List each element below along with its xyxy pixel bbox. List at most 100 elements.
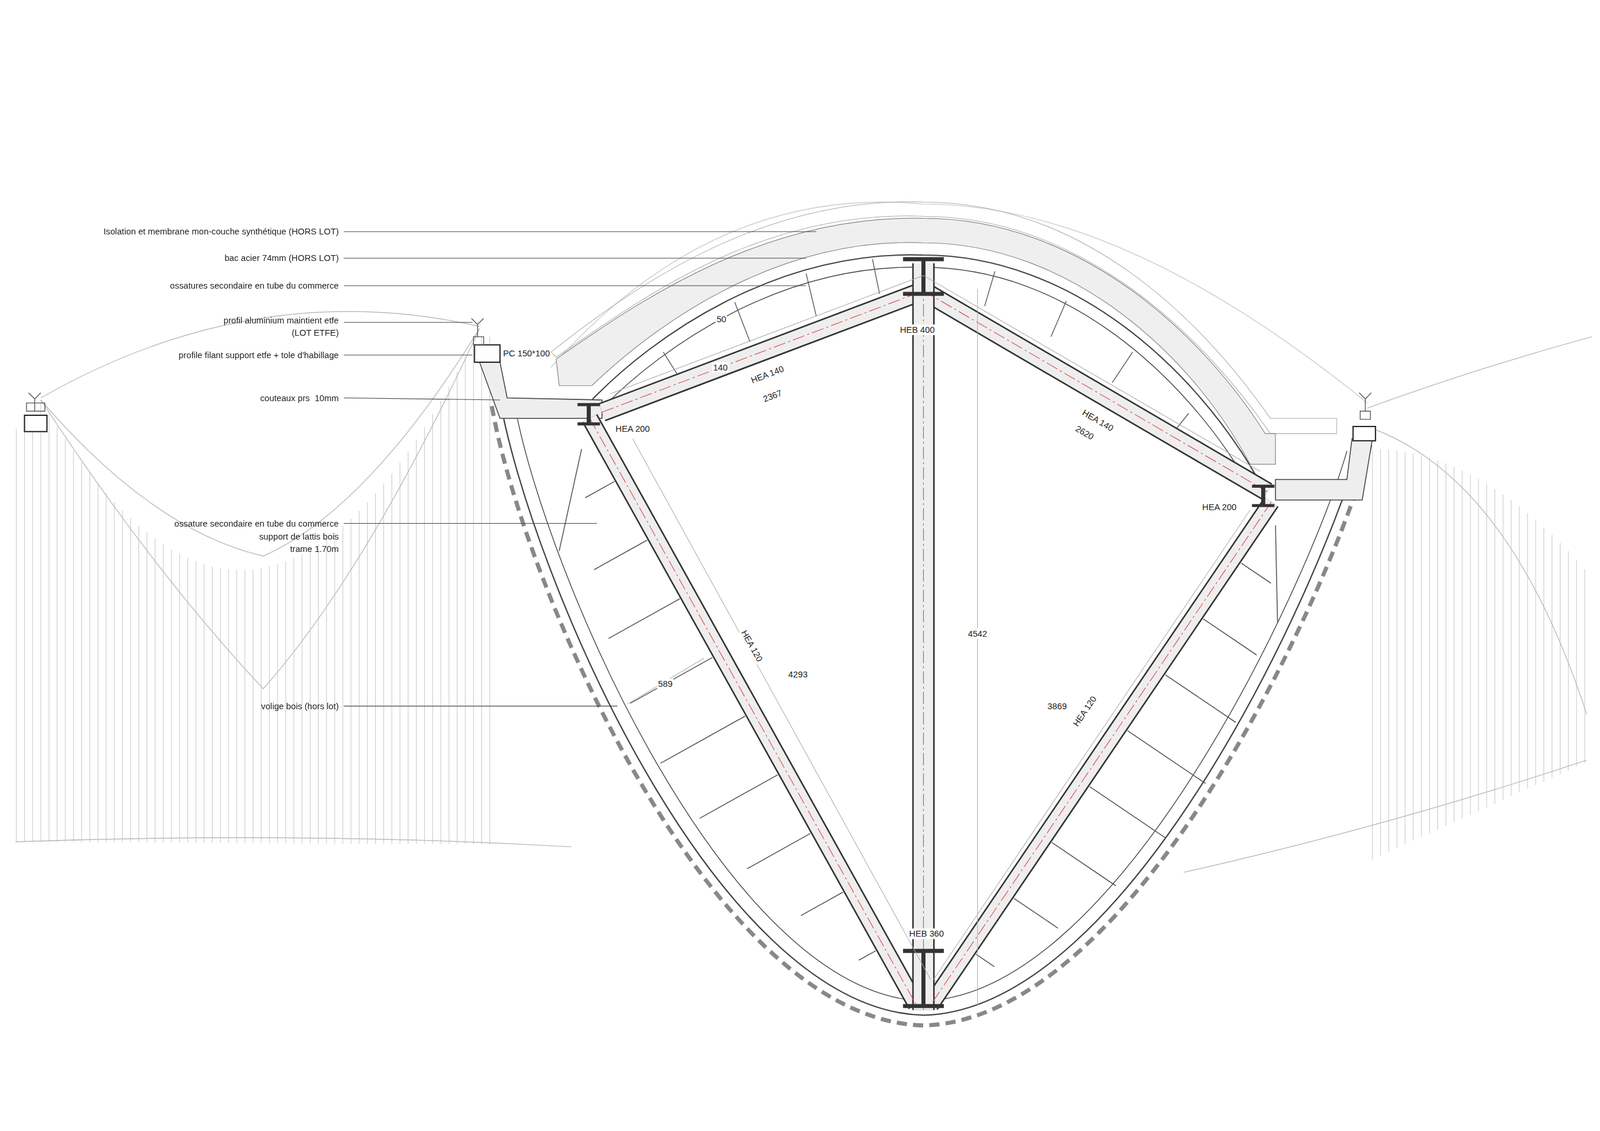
line-segment [1241, 563, 1272, 584]
line-segment [252, 569, 254, 844]
line-segment [236, 569, 237, 844]
line-segment [367, 502, 368, 845]
line-segment [1203, 619, 1258, 656]
dimension-label: 50 [715, 313, 728, 325]
dimension-label: 4293 [787, 669, 809, 680]
line-segment [138, 525, 140, 843]
line-segment [660, 716, 745, 764]
line-segment [56, 426, 58, 842]
line-segment [212, 566, 213, 843]
dimension-label: 3869 [1046, 701, 1068, 712]
line-segment [594, 540, 648, 570]
line-segment [89, 473, 91, 843]
line-segment [1380, 448, 1381, 856]
line-segment [1165, 675, 1236, 723]
line-segment [97, 483, 99, 843]
line-segment [15, 428, 17, 842]
line-segment [1462, 470, 1463, 819]
line-segment [1568, 551, 1569, 771]
line-segment [375, 493, 376, 844]
line-segment [1089, 786, 1166, 838]
line-segment [407, 451, 409, 844]
truss-members [589, 263, 1272, 1011]
leader-lines [344, 231, 817, 706]
line-segment [113, 501, 115, 843]
centerlines [589, 263, 1272, 1011]
line-segment [630, 657, 713, 704]
line-segment [608, 599, 680, 639]
callout-text: bac acier 74mm (HORS LOT) [224, 253, 339, 264]
line-segment [121, 510, 123, 843]
line-segment [464, 356, 466, 845]
dimension-label: 4542 [966, 628, 988, 639]
line-segment [1420, 455, 1422, 838]
line-segment [1013, 898, 1059, 928]
line-segment [326, 539, 327, 844]
line-segment [448, 386, 450, 845]
pc-profile [474, 344, 500, 362]
line-segment [424, 427, 425, 845]
dimension-label: HEA 140 [748, 363, 787, 386]
line-segment [195, 561, 197, 844]
callout-text: couteaux prs 10mm [260, 392, 339, 403]
line-segment [473, 340, 474, 845]
dimension-label: 2367 [760, 387, 785, 405]
line-segment [1526, 513, 1528, 789]
line-segment [976, 954, 995, 967]
line-segment [24, 428, 25, 842]
line-segment [1127, 730, 1206, 784]
line-segment [342, 526, 343, 844]
etfe-outlines [15, 202, 1592, 873]
dimension-label: HEA 120 [1070, 693, 1100, 730]
line-segment [40, 400, 42, 842]
line-segment [1429, 457, 1430, 834]
line-segment [81, 462, 82, 843]
line-segment [559, 448, 582, 551]
line-segment [187, 557, 188, 844]
line-segment [163, 544, 164, 844]
line-segment [358, 510, 360, 844]
callout-text: Isolation et membrane mon-couche synthét… [103, 226, 339, 237]
line-segment [399, 462, 400, 844]
line-segment [301, 554, 303, 844]
line-segment [415, 439, 417, 845]
line-segment [1486, 483, 1487, 808]
callout-text: ossature secondaire en tube du commerce [174, 518, 339, 529]
line-segment [383, 483, 385, 845]
line-segment [350, 518, 352, 844]
line-segment [170, 549, 172, 844]
line-segment [1469, 474, 1471, 816]
line-segment [1275, 525, 1278, 623]
callout-text: ossatures secondaire en tube du commerce [170, 280, 339, 291]
line-segment [1437, 460, 1438, 830]
line-segment [1551, 534, 1553, 778]
line-segment [1543, 527, 1545, 782]
line-segment [146, 532, 148, 844]
dimension-label: PC 150*100 [501, 348, 551, 359]
callout-text: support de lattis bois [259, 531, 339, 542]
line-segment [1535, 520, 1536, 786]
line-segment [32, 428, 33, 842]
line-segment [746, 833, 811, 869]
line-segment [1494, 488, 1496, 804]
callout-text: profile filant support etfe + tole d'hab… [178, 349, 339, 360]
line-segment [179, 553, 180, 843]
line-segment [73, 450, 74, 842]
edge-plate [479, 362, 603, 419]
line-segment [130, 518, 131, 843]
line-segment [293, 557, 294, 844]
callout-text: volige bois (hors lot) [260, 701, 339, 712]
line-segment [154, 538, 156, 843]
dimension-label: HEB 360 [908, 928, 945, 939]
line-segment [858, 950, 876, 961]
line-segment [220, 567, 221, 844]
dimension-label: HEA 120 [738, 627, 766, 664]
dimension-label: 140 [712, 362, 729, 373]
line-segment [432, 414, 433, 845]
line-segment [481, 336, 482, 845]
line-segment [800, 892, 844, 917]
line-segment [244, 569, 246, 844]
line-segment [48, 413, 50, 842]
dimension-label: HEA 200 [614, 423, 651, 434]
line-segment [1051, 842, 1116, 887]
